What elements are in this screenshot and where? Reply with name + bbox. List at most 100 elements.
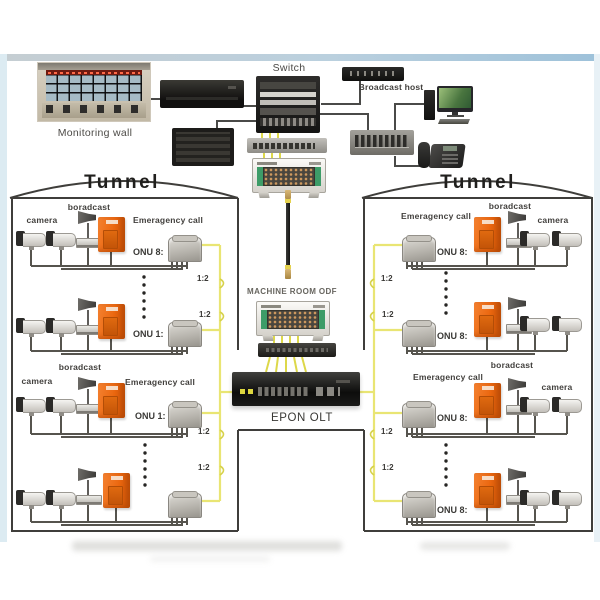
right-tunnel-walls bbox=[363, 197, 593, 532]
camera bbox=[552, 230, 582, 250]
onu-top bbox=[172, 320, 198, 327]
camera bbox=[16, 396, 46, 416]
odf-connector-panel bbox=[263, 167, 315, 186]
fiber-boot bbox=[285, 265, 291, 269]
call-box-door bbox=[479, 486, 494, 505]
camera-lens bbox=[16, 318, 25, 333]
watermark-smudge bbox=[150, 556, 270, 562]
emergency-call-box bbox=[474, 217, 501, 252]
horn-icon bbox=[78, 468, 96, 481]
onu-label: ONU 8: bbox=[437, 331, 468, 341]
onu-device bbox=[168, 235, 202, 262]
onu-device bbox=[168, 491, 202, 518]
horn-icon bbox=[508, 378, 526, 391]
camera-label: camera bbox=[541, 382, 573, 392]
onu-top bbox=[172, 491, 198, 498]
switch-label: Switch bbox=[272, 62, 306, 74]
speaker-pole bbox=[517, 309, 519, 324]
odf-leg bbox=[308, 192, 320, 198]
left-tunnel-arch bbox=[9, 180, 239, 199]
right-splitter-marks bbox=[369, 278, 375, 476]
onu-label: ONU 8: bbox=[133, 247, 164, 257]
fiber-patch-cord bbox=[283, 190, 293, 282]
camera-mount bbox=[29, 412, 34, 416]
odf-leg bbox=[312, 335, 324, 341]
camera-mount bbox=[29, 333, 34, 337]
broadcast-speaker bbox=[76, 377, 102, 414]
drive-bays bbox=[176, 132, 230, 162]
speaker-base bbox=[76, 495, 102, 505]
onu-device bbox=[402, 491, 436, 518]
keyboard bbox=[437, 119, 471, 124]
camera-lens bbox=[552, 316, 561, 331]
camera bbox=[552, 396, 582, 416]
switch-ports bbox=[355, 135, 409, 148]
emergency-call-box bbox=[474, 302, 501, 337]
camera-body bbox=[23, 492, 46, 506]
broadcast-speaker bbox=[76, 468, 102, 505]
camera-body bbox=[559, 492, 582, 506]
odf-leg bbox=[262, 335, 274, 341]
camera bbox=[46, 396, 76, 416]
camera-body bbox=[53, 399, 76, 413]
onu-top bbox=[406, 401, 432, 408]
speaker-pole bbox=[517, 480, 519, 495]
left-row4-bus bbox=[30, 505, 188, 526]
odf-vent bbox=[257, 162, 277, 165]
onu-device bbox=[402, 401, 436, 428]
call-box-label-plate bbox=[481, 386, 494, 390]
emergency-call-box bbox=[474, 383, 501, 418]
odf-machine-room bbox=[256, 301, 330, 341]
aggregation-switch bbox=[247, 138, 327, 153]
call-box-door bbox=[103, 317, 118, 336]
onu-top bbox=[406, 235, 432, 242]
right-pon-trunk bbox=[360, 243, 404, 503]
camera-mount bbox=[565, 505, 570, 509]
call-box-label-plate bbox=[481, 476, 494, 480]
center-portal-walls bbox=[238, 429, 365, 531]
emergency-call-box bbox=[474, 473, 501, 508]
camera-lens bbox=[16, 397, 25, 412]
nvr-led bbox=[228, 86, 236, 89]
video-wall-screens bbox=[46, 75, 142, 101]
camera-lens bbox=[16, 490, 25, 505]
uplink-switch bbox=[258, 343, 336, 357]
call-box-door bbox=[108, 486, 123, 505]
odf-end-block bbox=[261, 310, 267, 329]
left-row1-bus bbox=[30, 248, 188, 270]
call-box-label-plate bbox=[481, 220, 494, 224]
olt-ports bbox=[258, 387, 310, 396]
camera bbox=[46, 317, 76, 337]
camera-body bbox=[527, 318, 550, 332]
camera bbox=[46, 230, 76, 250]
right-row4-bus bbox=[406, 505, 568, 526]
amplifier-knobs bbox=[350, 71, 396, 76]
onu-label: ONU 8: bbox=[437, 413, 468, 423]
camera-label: camera bbox=[537, 215, 569, 225]
camera-lens bbox=[46, 397, 55, 412]
emergency-call-label: Emeragency call bbox=[132, 215, 204, 225]
right-tunnel-arch bbox=[361, 180, 593, 199]
broadcast-label: boradcast bbox=[488, 201, 532, 211]
camera-lens bbox=[552, 231, 561, 246]
speaker-pole bbox=[87, 480, 89, 495]
camera-mount bbox=[533, 331, 538, 335]
nvr-slot bbox=[166, 97, 238, 100]
camera-body bbox=[53, 233, 76, 247]
odf-end-block bbox=[319, 310, 325, 329]
photo-ceiling bbox=[38, 63, 150, 70]
onu-device bbox=[168, 401, 202, 428]
olt-sfp-ports bbox=[316, 387, 340, 396]
camera-body bbox=[527, 399, 550, 413]
speaker-pole bbox=[87, 389, 89, 404]
right-row1-bus bbox=[406, 248, 568, 270]
horn-icon bbox=[78, 211, 96, 224]
call-box-door bbox=[103, 396, 118, 415]
camera-lens bbox=[46, 490, 55, 505]
frame-top-band bbox=[0, 54, 600, 61]
epon-olt-label: EPON OLT bbox=[270, 412, 334, 424]
camera-label: camera bbox=[26, 215, 58, 225]
camera bbox=[16, 230, 46, 250]
ip-phone bbox=[418, 142, 466, 170]
